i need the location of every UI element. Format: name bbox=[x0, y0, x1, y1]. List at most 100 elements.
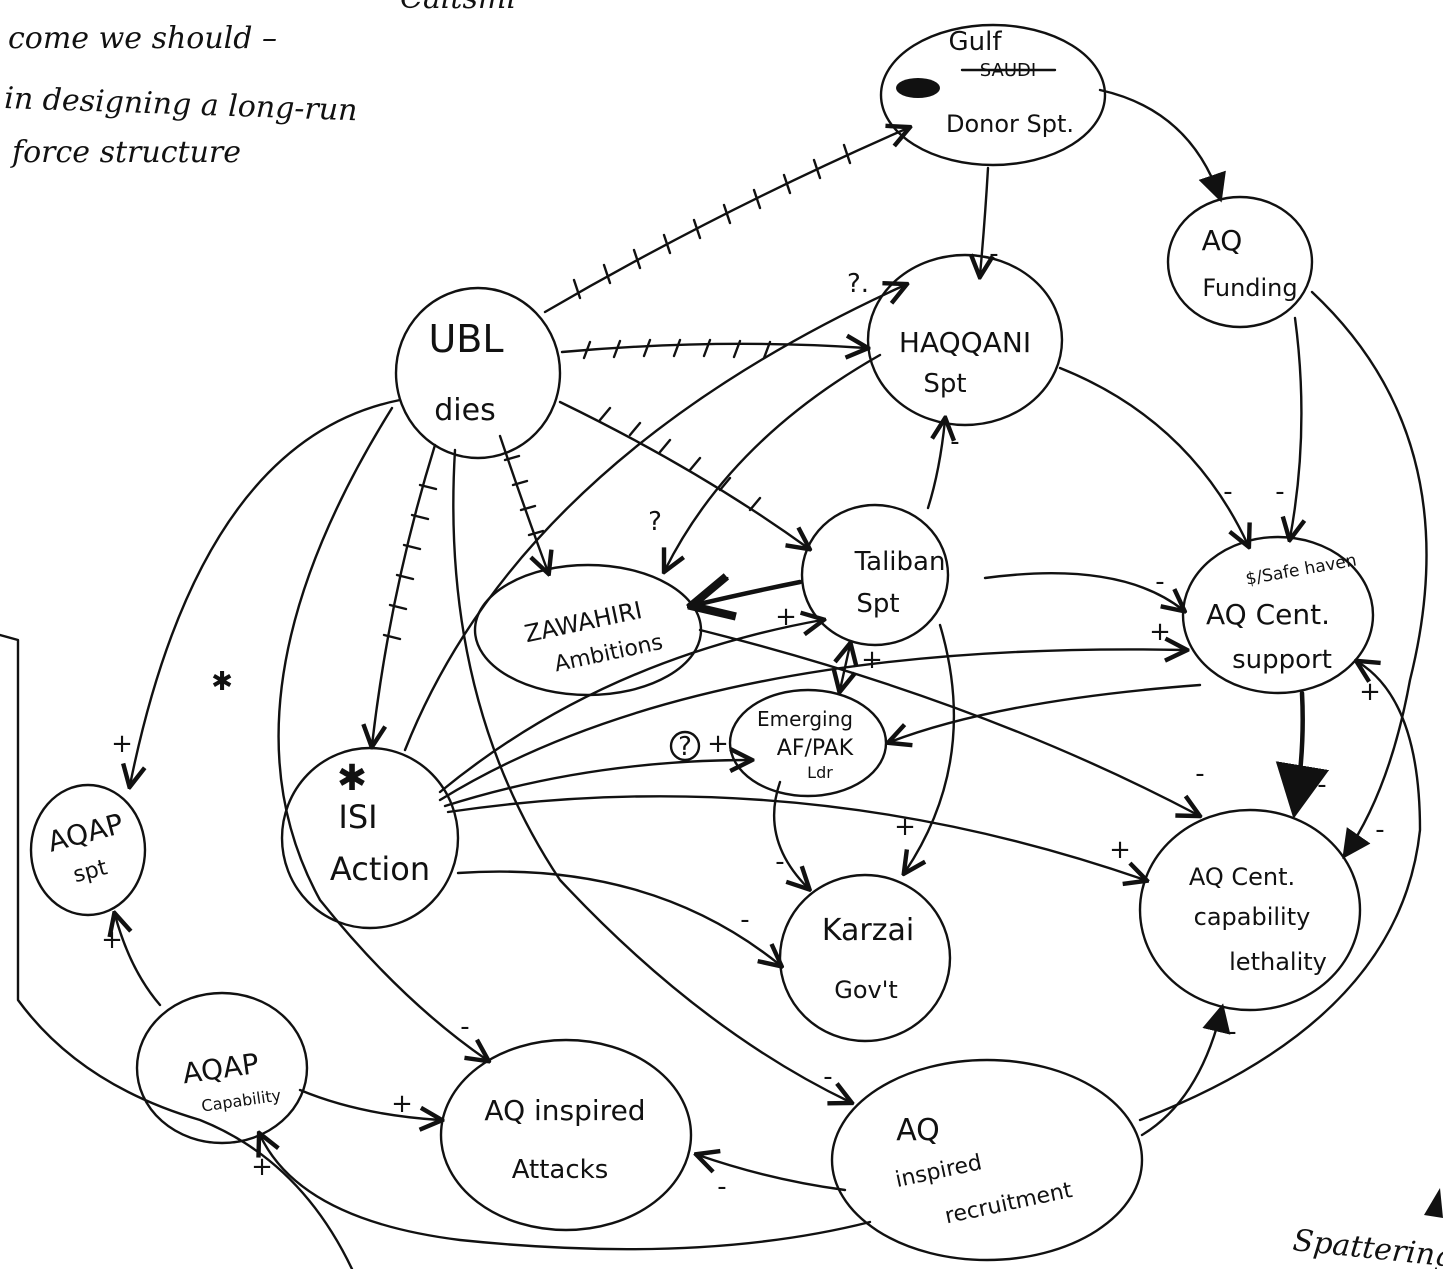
edge-gulf-to-haqqani bbox=[980, 166, 988, 275]
sign-gulf-haqqani: - bbox=[989, 239, 998, 269]
sign-taliban-karzai: + bbox=[894, 812, 916, 842]
node-ubl-dies[interactable] bbox=[394, 286, 562, 460]
karzai-label-2: Gov't bbox=[834, 976, 898, 1004]
node-aq-inspired-recruitment[interactable] bbox=[830, 1058, 1144, 1262]
node-aq-inspired-attacks[interactable] bbox=[439, 1038, 693, 1232]
node-gulf-donor[interactable] bbox=[879, 23, 1107, 167]
edge-isi-to-emerging bbox=[443, 760, 750, 808]
edge-emerging-to-karzai bbox=[773, 780, 808, 888]
aqap-capability-label-2: Capability bbox=[200, 1086, 282, 1116]
left-boundary-line bbox=[0, 633, 354, 1269]
gulf-scribble bbox=[896, 78, 940, 98]
taliban-label-2: Spt bbox=[856, 589, 899, 619]
sign-haqqani-q: ?. bbox=[847, 269, 869, 299]
sign-ubl-recruitment: - bbox=[823, 1062, 832, 1092]
edge-taliban-to-karzai bbox=[905, 623, 956, 872]
sign-emerging-q: ? bbox=[678, 732, 692, 762]
ubl-label-1: UBL bbox=[428, 317, 503, 361]
aq-cent-capability-label-2: capability bbox=[1194, 903, 1311, 931]
aq-cent-capability-label-1: AQ Cent. bbox=[1189, 863, 1295, 891]
edge-taliban-to-zawahiri bbox=[695, 582, 803, 605]
edge-support-to-capability bbox=[1275, 690, 1330, 819]
node-aq-cent-capability[interactable] bbox=[1138, 808, 1362, 1012]
node-aqap-capability[interactable] bbox=[135, 991, 309, 1145]
taliban-label-1: Taliban bbox=[854, 547, 946, 577]
node-isi-action[interactable] bbox=[280, 746, 460, 930]
edge-support-to-emerging bbox=[890, 683, 1202, 742]
sign-recruitment-capability: - bbox=[1227, 1017, 1236, 1047]
isi-label-2: Action bbox=[330, 850, 430, 888]
sign-zawahiri-q: ? bbox=[648, 507, 662, 537]
edge-isi-to-capability bbox=[446, 795, 1145, 880]
sign-emerging-karzai: - bbox=[775, 847, 784, 877]
haqqani-label-2: Spt bbox=[923, 369, 966, 399]
corner-mark bbox=[1424, 1188, 1443, 1218]
sign-recruitment-aqapcap: + bbox=[251, 1152, 273, 1182]
isi-label-1: ISI bbox=[338, 798, 377, 836]
sign-support-left-1: - bbox=[1155, 567, 1164, 597]
sign-recruitment-attacks: - bbox=[717, 1172, 726, 1202]
emerging-label-2: AF/PAK bbox=[777, 736, 854, 761]
sign-ubl-scribble: ✱ bbox=[211, 667, 233, 697]
gulf-label-2: Donor Spt. bbox=[946, 110, 1074, 138]
sign-support-right: + bbox=[1359, 677, 1381, 707]
top-cut-text: Caltsmi bbox=[400, 0, 516, 16]
emerging-label-1: Emerging bbox=[757, 707, 853, 731]
isi-star: ✱ bbox=[337, 758, 367, 799]
edge-gulf-to-aqfunding bbox=[1098, 88, 1226, 203]
edge-ubl-to-zawahiri-hatch bbox=[503, 454, 545, 537]
note-line-3: force structure bbox=[10, 135, 241, 170]
edge-ubl-to-haqqani bbox=[560, 344, 866, 352]
edge-recruitment-to-support bbox=[1138, 662, 1422, 1122]
node-karzai-govt[interactable] bbox=[778, 873, 952, 1043]
edge-ubl-to-attacks bbox=[277, 406, 487, 1060]
emerging-label-3: Ldr bbox=[807, 763, 833, 782]
edge-ubl-to-gulf-hatch bbox=[572, 143, 852, 300]
aqap-spt-label-2: spt bbox=[71, 855, 111, 888]
note-line-1: come we should – bbox=[8, 21, 277, 56]
edge-haqqani-to-zawahiri bbox=[665, 353, 882, 570]
edge-isi-to-support bbox=[438, 649, 1185, 802]
edge-ubl-to-recruitment bbox=[452, 448, 850, 1102]
sign-emerging-taliban: + bbox=[861, 645, 883, 675]
sign-capability-top-2: - bbox=[1317, 770, 1326, 800]
edge-ubl-to-taliban bbox=[558, 400, 808, 548]
edge-isi-to-haqqani bbox=[403, 285, 905, 752]
aq-recruitment-label-3: recruitment bbox=[943, 1178, 1075, 1229]
aq-inspired-attacks-label-2: Attacks bbox=[512, 1155, 609, 1185]
node-aq-funding[interactable] bbox=[1166, 195, 1314, 329]
sign-ubl-aqap: + bbox=[111, 729, 133, 759]
sign-isi-karzai: - bbox=[740, 905, 749, 935]
sign-isi-taliban: + bbox=[775, 602, 797, 632]
edge-recruitment-to-aqap-cap bbox=[260, 1135, 872, 1251]
sign-emerging-q-circle bbox=[669, 730, 701, 762]
corner-note: Spattering bbox=[1291, 1223, 1443, 1269]
edge-ubl-to-taliban-hatch bbox=[598, 406, 762, 512]
edge-aqap-cap-to-attacks bbox=[298, 1088, 440, 1120]
edge-taliban-to-haqqani bbox=[926, 420, 945, 510]
edge-zawahiri-to-capability bbox=[698, 628, 1198, 815]
sign-aqapcap-spt: + bbox=[101, 925, 123, 955]
aq-recruitment-label-2: inspired bbox=[893, 1150, 984, 1193]
aq-funding-label-2: Funding bbox=[1202, 274, 1297, 302]
sign-capability-right: - bbox=[1375, 815, 1384, 845]
sign-aqapcap-attacks: + bbox=[391, 1089, 413, 1119]
edge-recruitment-to-capability bbox=[1140, 1003, 1231, 1137]
aq-funding-label-1: AQ bbox=[1202, 224, 1243, 257]
aqap-capability-label-1: AQAP bbox=[180, 1047, 261, 1090]
note-line-2: in designing a long-run bbox=[4, 81, 358, 128]
sign-isi-capability: + bbox=[1109, 835, 1131, 865]
aq-cent-support-tag: $/Safe haven bbox=[1244, 550, 1358, 589]
node-aqap-spt[interactable] bbox=[29, 783, 147, 917]
edge-ubl-to-aqap-spt bbox=[130, 398, 402, 785]
sign-support-left-2: + bbox=[1149, 617, 1171, 647]
sign-support-top-1: - bbox=[1223, 477, 1232, 507]
edge-recruitment-to-attacks bbox=[698, 1155, 847, 1192]
node-taliban-spt[interactable] bbox=[800, 503, 950, 647]
sign-ubl-attacks: - bbox=[460, 1012, 469, 1042]
edge-ubl-to-gulf bbox=[543, 128, 908, 314]
aq-inspired-attacks-label-1: AQ inspired bbox=[484, 1094, 645, 1127]
node-aq-cent-support[interactable] bbox=[1181, 535, 1375, 695]
edge-ubl-to-haqqani-hatch bbox=[582, 338, 772, 360]
aq-cent-support-label-2: support bbox=[1232, 645, 1332, 675]
